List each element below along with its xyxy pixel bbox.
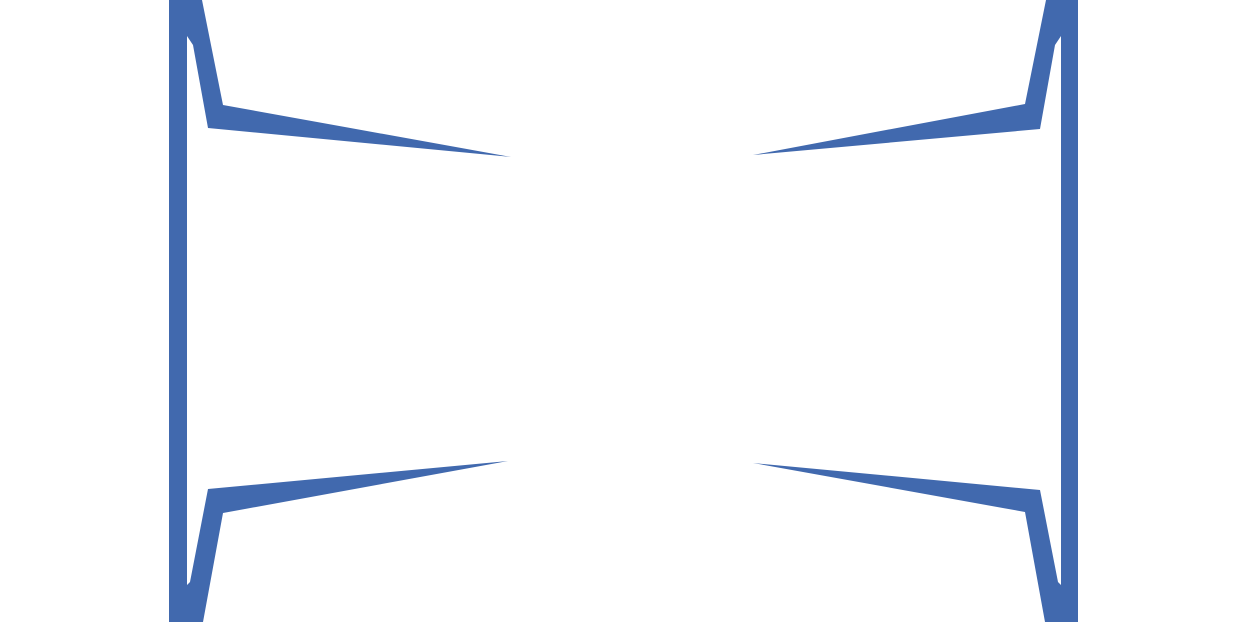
left-bracket-shape (169, 0, 511, 622)
right-bracket-shape (753, 0, 1078, 622)
